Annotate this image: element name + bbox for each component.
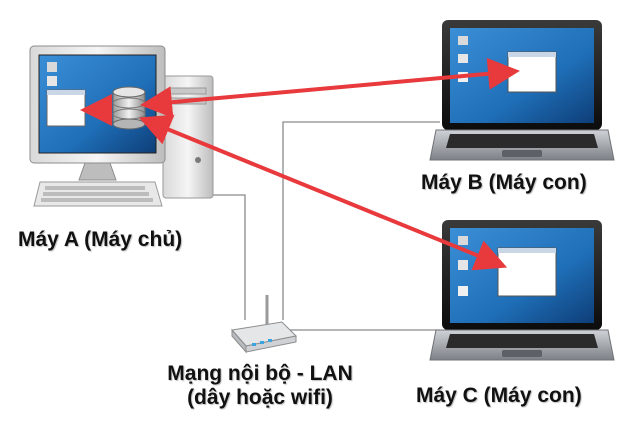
machine-c-label: Máy C (Máy con) <box>416 384 582 407</box>
laptop-icon <box>429 20 615 161</box>
network-label: Mạng nội bộ - LAN (dây hoặc wifi) <box>150 362 370 410</box>
cable-b-to-router <box>282 121 440 320</box>
machine-a-label: Máy A (Máy chủ) <box>18 228 183 251</box>
network-label-line1: Mạng nội bộ - LAN <box>167 362 353 385</box>
arrow-a-b <box>140 57 520 119</box>
network-label-line2: (dây hoặc wifi) <box>187 386 333 409</box>
sharing-arrows <box>80 57 520 271</box>
machine-b-label: Máy B (Máy con) <box>421 171 587 194</box>
laptop-icon <box>429 220 615 361</box>
cable-a-to-router <box>210 194 246 320</box>
database-icon <box>112 86 146 130</box>
router-icon <box>231 295 298 354</box>
arrow-a-c <box>138 114 508 271</box>
